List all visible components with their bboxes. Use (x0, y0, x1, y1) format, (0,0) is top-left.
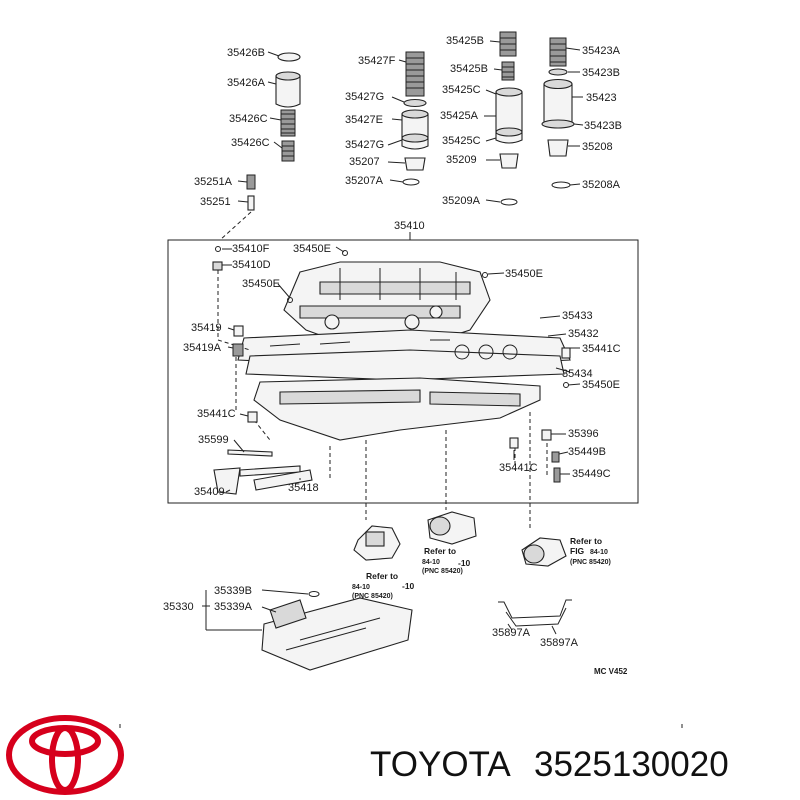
reference-note-1: Refer to 84-10 -10 (PNC 85420) (352, 571, 415, 600)
svg-text:Refer to: Refer to (424, 546, 456, 556)
solenoid-1 (353, 525, 401, 561)
part-group-35425 (495, 31, 523, 206)
label-35450E-3: 35450E (242, 278, 280, 290)
label-35418: 35418 (288, 482, 319, 494)
oil-tubes-35897A (498, 599, 572, 635)
label-35441C-1: 35441C (582, 343, 621, 355)
brand-name: TOYOTA (370, 745, 511, 784)
illustration-code: MC V452 (594, 667, 628, 676)
lower-valve-body (253, 377, 541, 441)
label-35897A-2: 35897A (540, 637, 579, 649)
label-35434: 35434 (562, 368, 593, 380)
part-group-35427 (401, 51, 429, 186)
label-35425B-2: 35425B (450, 63, 488, 75)
label-35441C-3: 35441C (499, 462, 538, 474)
label-35423B-1: 35423B (582, 67, 620, 79)
label-35449B: 35449B (568, 446, 606, 458)
label-35410F: 35410F (232, 243, 270, 255)
label-35450E-1: 35450E (293, 243, 331, 255)
svg-text:-10: -10 (458, 558, 471, 568)
label-35207: 35207 (349, 156, 380, 168)
solenoid-3 (521, 537, 567, 567)
label-35425A: 35425A (440, 110, 479, 122)
label-35449C: 35449C (572, 468, 611, 480)
label-35426C-1: 35426C (229, 113, 268, 125)
reference-note-3: Refer to FIG 84-10 (PNC 85420) (570, 536, 611, 566)
callouts-35425 (484, 40, 503, 203)
label-35423A: 35423A (582, 45, 621, 57)
label-35410D: 35410D (232, 259, 271, 271)
detent-parts (213, 449, 313, 495)
svg-text:84-10: 84-10 (352, 584, 370, 591)
reference-note-2: Refer to 84-10 -10 (PNC 85420) (422, 546, 471, 575)
svg-text:FIG: FIG (570, 546, 585, 556)
label-35419: 35419 (191, 322, 222, 334)
label-35208A: 35208A (582, 179, 621, 191)
label-35425C-1: 35425C (442, 84, 481, 96)
part-group-35251 (219, 174, 256, 241)
separator-plates (237, 329, 571, 381)
label-35426C-2: 35426C (231, 137, 270, 149)
label-35423: 35423 (586, 92, 617, 104)
upper-valve-body (283, 261, 491, 347)
part-number: 3525130020 (534, 745, 729, 784)
svg-text:Refer to: Refer to (366, 571, 398, 581)
label-35426A: 35426A (227, 77, 266, 89)
oil-strainer-35330 (261, 591, 413, 671)
label-35251: 35251 (200, 196, 231, 208)
strainer-callouts (202, 589, 309, 631)
callouts-35427 (387, 59, 407, 183)
svg-text:84-10: 84-10 (590, 549, 608, 556)
label-35432: 35432 (568, 328, 599, 340)
label-35450E-2: 35450E (505, 268, 543, 280)
label-35425C-2: 35425C (442, 135, 481, 147)
label-35427F: 35427F (358, 55, 396, 67)
callouts-35423 (565, 47, 584, 186)
svg-text:-10: -10 (402, 581, 415, 591)
label-35427G-2: 35427G (345, 139, 384, 151)
svg-text:(PNC 85420): (PNC 85420) (352, 593, 393, 600)
label-35427E: 35427E (345, 114, 383, 126)
label-35410: 35410 (394, 220, 425, 232)
label-35396: 35396 (568, 428, 599, 440)
label-35423B-2: 35423B (584, 120, 622, 132)
label-35425B-1: 35425B (446, 35, 484, 47)
svg-text:84-10: 84-10 (422, 559, 440, 566)
part-group-35426 (275, 52, 301, 162)
label-35339B: 35339B (214, 585, 252, 597)
label-35207A: 35207A (345, 175, 384, 187)
label-35426B: 35426B (227, 47, 265, 59)
svg-text:Refer to: Refer to (570, 536, 602, 546)
toyota-logo (6, 715, 124, 795)
small-fittings (212, 246, 571, 483)
label-35441C-2: 35441C (197, 408, 236, 420)
label-35419A: 35419A (183, 342, 222, 354)
label-35208: 35208 (582, 141, 613, 153)
svg-text:(PNC 85420): (PNC 85420) (422, 568, 463, 575)
label-35209: 35209 (446, 154, 477, 166)
label-35897A-1: 35897A (492, 627, 531, 639)
label-35339A: 35339A (214, 601, 253, 613)
svg-text:(PNC 85420): (PNC 85420) (570, 559, 611, 566)
label-35427G-1: 35427G (345, 91, 384, 103)
label-35409: 35409 (194, 486, 225, 498)
label-35599: 35599 (198, 434, 229, 446)
crop-marks (119, 724, 683, 728)
label-35209A: 35209A (442, 195, 481, 207)
callouts-35426 (267, 51, 283, 149)
part-group-35423 (541, 37, 575, 189)
solenoid-2 (427, 511, 477, 545)
label-35433: 35433 (562, 310, 593, 322)
label-35251A: 35251A (194, 176, 233, 188)
frame-callouts (222, 246, 581, 493)
label-35330: 35330 (163, 601, 194, 613)
label-35450E-4: 35450E (582, 379, 620, 391)
assembly-frame-35410 (167, 239, 639, 504)
